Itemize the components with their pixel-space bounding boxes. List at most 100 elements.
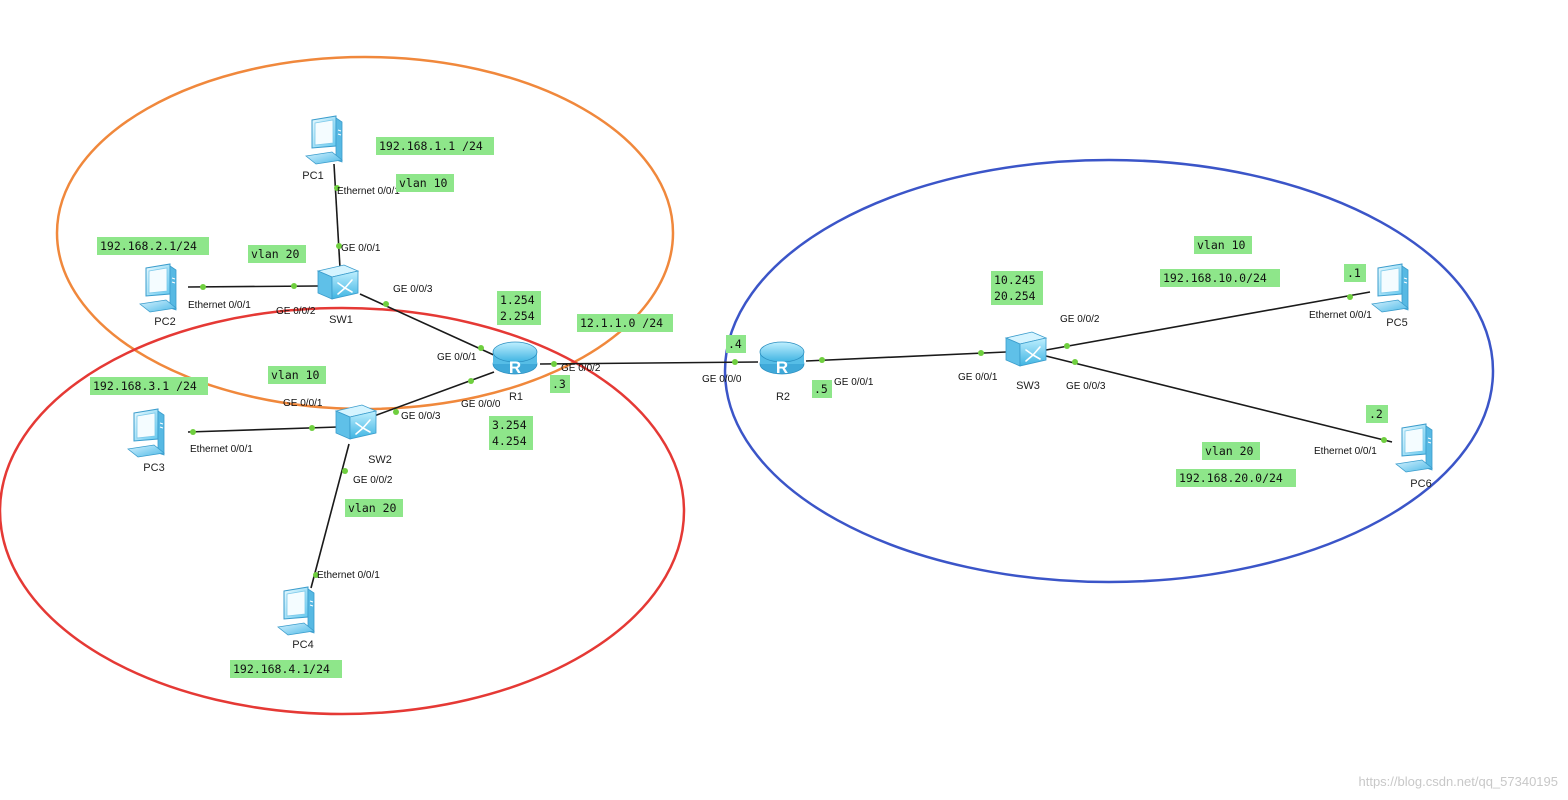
port-dot: [334, 185, 340, 191]
desktop-pc-icon: [139, 263, 177, 313]
network-tag: 192.168.20.0/24: [1179, 471, 1283, 485]
port-dot: [978, 350, 984, 356]
vlan-tag: vlan 10: [271, 368, 320, 382]
link-sw3-pc6: [1045, 355, 1393, 443]
vlan-tag: vlan 10: [399, 176, 448, 190]
port-dot: [309, 425, 315, 431]
ip-tag: 192.168.4.1/24: [233, 662, 330, 676]
port-dot: [313, 572, 319, 578]
sw3-node[interactable]: SW3: [1005, 331, 1047, 392]
desktop-pc-icon: [1371, 263, 1409, 313]
port-label: Ethernet 0/0/1: [1314, 446, 1377, 457]
sw1-node[interactable]: SW1: [317, 264, 359, 326]
router-icon: [492, 341, 538, 378]
gateway-tag: 3.254: [492, 418, 527, 432]
ip-tag: 192.168.3.1 /24: [93, 379, 197, 393]
vlan-tag: vlan 20: [1205, 444, 1254, 458]
port-label: GE 0/0/1: [341, 243, 381, 254]
ip-tag: 192.168.2.1/24: [100, 239, 197, 253]
r2-node[interactable]: R2: [759, 341, 805, 403]
port-dot: [478, 345, 484, 351]
vlan-tag: vlan 20: [348, 501, 397, 515]
pc3-node[interactable]: PC3: [127, 408, 165, 474]
port-label: GE 0/0/3: [401, 411, 441, 422]
device-label: PC2: [154, 316, 175, 328]
desktop-pc-icon: [127, 408, 165, 458]
port-label: Ethernet 0/0/1: [188, 300, 251, 311]
pc6-node[interactable]: PC6: [1395, 423, 1433, 490]
port-label: GE 0/0/0: [461, 399, 501, 410]
device-label: SW3: [1016, 380, 1040, 392]
link-r2-sw3: [805, 351, 1007, 362]
gateway-tag: 20.254: [994, 289, 1036, 303]
link-pc3-sw2: [187, 426, 339, 433]
device-label: PC4: [292, 639, 313, 651]
port-dot: [383, 301, 389, 307]
port-label: GE 0/0/2: [1060, 314, 1100, 325]
port-dot: [190, 429, 196, 435]
network-tag: 12.1.1.0 /24: [580, 316, 663, 330]
link-pc1-sw1: [333, 163, 341, 269]
desktop-pc-icon: [277, 586, 315, 636]
port-dot: [200, 284, 206, 290]
watermark: https://blog.csdn.net/qq_57340195: [1359, 774, 1559, 789]
ip-tag: 192.168.1.1 /24: [379, 139, 483, 153]
device-label: R1: [509, 391, 523, 403]
link-sw2-r1: [373, 371, 495, 417]
port-dot: [468, 378, 474, 384]
port-label: GE 0/0/1: [437, 352, 477, 363]
port-label: GE 0/0/0: [702, 374, 742, 385]
router-icon: [759, 341, 805, 378]
port-label: GE 0/0/2: [276, 306, 316, 317]
port-label: GE 0/0/2: [561, 363, 601, 374]
port-dot: [1347, 294, 1353, 300]
port-dot: [291, 283, 297, 289]
ip-tag: .3: [552, 377, 566, 391]
vlan-tag: vlan 20: [251, 247, 300, 261]
pc4-node[interactable]: PC4: [277, 586, 315, 651]
gateway-tag: 4.254: [492, 434, 527, 448]
port-label: Ethernet 0/0/1: [190, 444, 253, 455]
port-dot: [1064, 343, 1070, 349]
ip-tag: .2: [1369, 407, 1383, 421]
link-r1-r2: [539, 361, 759, 365]
gateway-tag: 10.245: [994, 273, 1036, 287]
ip-tag: .5: [814, 382, 828, 396]
network-tag: 192.168.10.0/24: [1163, 271, 1267, 285]
l3-switch-icon: [1005, 331, 1047, 367]
device-label: PC5: [1386, 317, 1407, 329]
r1-node[interactable]: R1: [492, 341, 538, 403]
port-label: GE 0/0/1: [283, 398, 323, 409]
link-sw3-pc5: [1045, 291, 1371, 351]
red-region-ellipse: [0, 306, 686, 716]
link-sw1-r1: [359, 293, 497, 357]
orange-region-ellipse: [55, 55, 675, 411]
port-dot: [732, 359, 738, 365]
port-label: Ethernet 0/0/1: [1309, 310, 1372, 321]
device-label: SW1: [329, 314, 353, 326]
port-label: Ethernet 0/0/1: [337, 186, 400, 197]
port-dot: [551, 361, 557, 367]
ip-tag: .4: [728, 337, 742, 351]
port-label: Ethernet 0/0/1: [317, 570, 380, 581]
pc1-node[interactable]: PC1: [302, 115, 343, 182]
desktop-pc-icon: [305, 115, 343, 165]
pc5-node[interactable]: PC5: [1371, 263, 1409, 329]
port-dot: [1381, 437, 1387, 443]
port-label: GE 0/0/3: [1066, 381, 1106, 392]
port-dot: [336, 243, 342, 249]
ip-tag: .1: [1347, 266, 1361, 280]
vlan-tag: vlan 10: [1197, 238, 1246, 252]
l3-switch-icon: [335, 404, 377, 440]
port-label: GE 0/0/1: [834, 377, 874, 388]
device-label: SW2: [368, 454, 392, 466]
sw2-node[interactable]: SW2: [335, 404, 392, 466]
pc2-node[interactable]: PC2: [139, 263, 177, 328]
port-dot: [342, 468, 348, 474]
blue-region-ellipse: [723, 158, 1495, 584]
device-label: R2: [776, 391, 790, 403]
link-pc2-sw1: [187, 285, 319, 288]
port-label: GE 0/0/3: [393, 284, 433, 295]
device-label: PC1: [302, 170, 323, 182]
